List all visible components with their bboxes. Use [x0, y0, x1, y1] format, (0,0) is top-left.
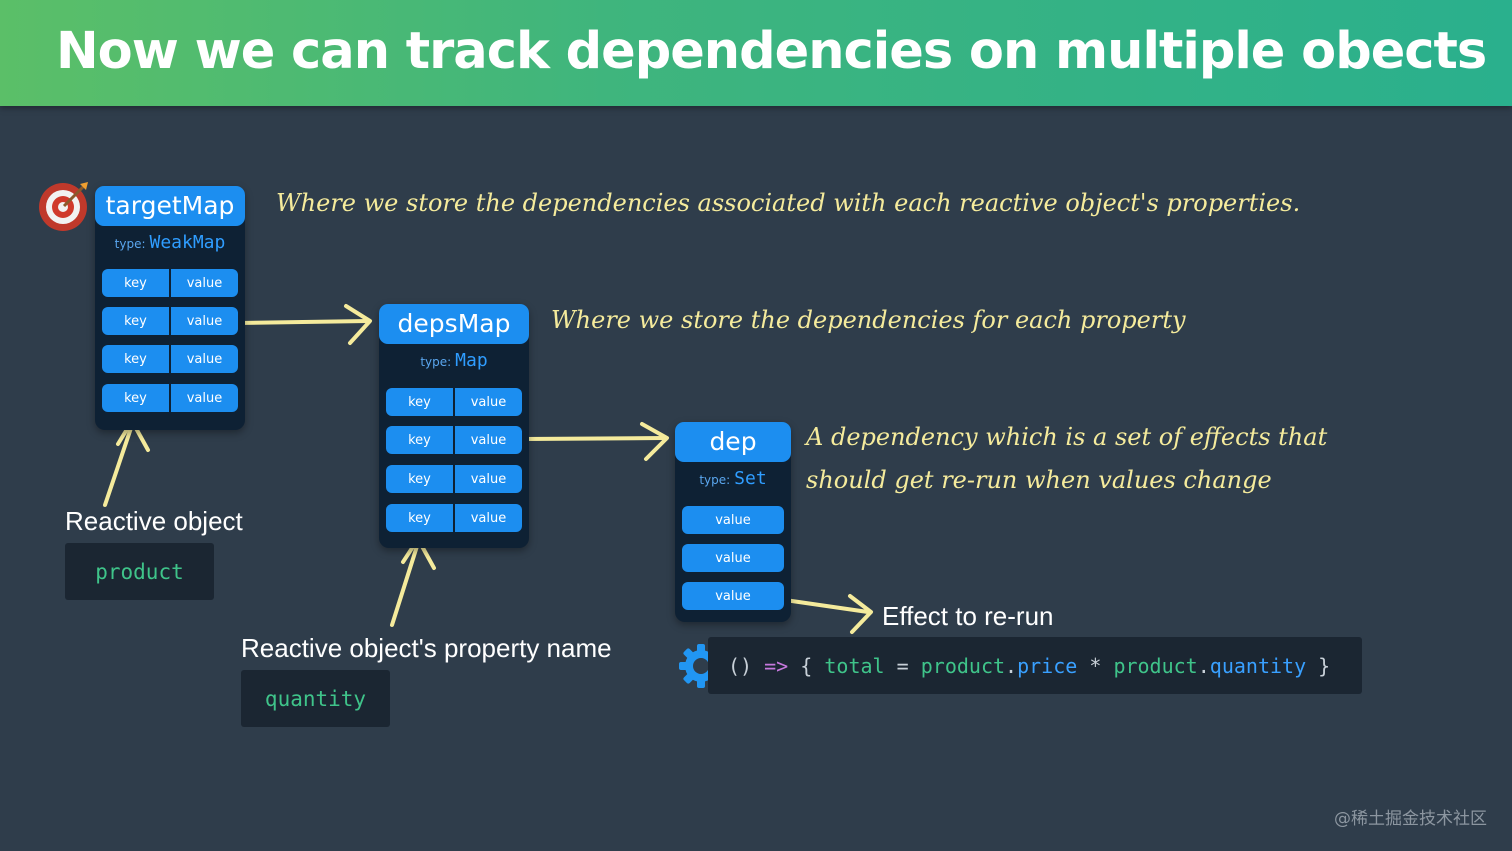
key-cell: key — [386, 388, 453, 416]
set-value-cell: value — [682, 544, 784, 572]
type-value: Map — [455, 350, 488, 371]
arrowhead-effect — [848, 594, 873, 634]
property-name-code: quantity — [241, 670, 390, 727]
set-value-cell: value — [682, 582, 784, 610]
type-label: type: — [114, 237, 146, 251]
arrow-targetmap-to-depsmap — [236, 319, 370, 325]
key-cell: key — [102, 384, 169, 412]
code-op: * — [1089, 653, 1102, 678]
dep-note-line1: A dependency which is a set of effects t… — [806, 423, 1328, 451]
page-title: Now we can track dependencies on multipl… — [56, 22, 1487, 81]
table-row: key value — [102, 307, 238, 335]
code-params: () — [728, 653, 753, 678]
dep-type: type:Set — [675, 466, 791, 492]
dep-box: dep type:Set value value value — [675, 422, 791, 622]
depsmap-box: depsMap type:Map key value key value key… — [379, 304, 529, 548]
type-value: Set — [734, 468, 767, 489]
dep-title: dep — [675, 422, 791, 462]
type-label: type: — [699, 473, 731, 487]
table-row: key value — [386, 465, 522, 493]
key-cell: key — [102, 269, 169, 297]
table-row: key value — [386, 504, 522, 532]
arrow-property-to-depsmap — [390, 541, 420, 627]
value-cell: value — [455, 426, 522, 454]
depsmap-type: type:Map — [379, 348, 529, 374]
type-value: WeakMap — [149, 232, 226, 253]
depsmap-note: Where we store the dependencies for each… — [551, 306, 1186, 334]
title-banner: Now we can track dependencies on multipl… — [0, 0, 1512, 106]
target-icon — [39, 182, 88, 231]
effect-code: () => { total = product.price * product.… — [708, 637, 1362, 694]
code-var: total — [824, 653, 885, 678]
dep-note-line2: should get re-run when values change — [806, 466, 1272, 494]
targetmap-note: Where we store the dependencies associat… — [276, 189, 1301, 217]
arrowhead-depsmap — [344, 304, 372, 345]
set-value-cell: value — [682, 506, 784, 534]
key-cell: key — [386, 465, 453, 493]
arrow-dep-to-effect — [776, 597, 870, 614]
code-prop: quantity — [1209, 653, 1307, 678]
value-cell: value — [171, 269, 238, 297]
reactive-object-code: product — [65, 543, 214, 600]
table-row: key value — [102, 384, 238, 412]
value-cell: value — [171, 384, 238, 412]
code-obj: product — [920, 653, 1006, 678]
code-arrow: => — [764, 653, 789, 678]
code-close-brace: } — [1318, 653, 1331, 678]
type-label: type: — [420, 355, 452, 369]
value-cell: value — [455, 465, 522, 493]
targetmap-title: targetMap — [95, 186, 245, 226]
targetmap-box: targetMap type:WeakMap key value key val… — [95, 186, 245, 430]
value-cell: value — [455, 388, 522, 416]
arrow-reactive-object-to-targetmap — [103, 423, 134, 507]
key-cell: key — [386, 426, 453, 454]
value-cell: value — [455, 504, 522, 532]
arrowhead-dep — [640, 422, 669, 461]
effect-label: Effect to re-run — [882, 601, 1054, 631]
code-obj: product — [1113, 653, 1198, 678]
depsmap-title: depsMap — [379, 304, 529, 344]
key-cell: key — [102, 345, 169, 373]
property-name-label: Reactive object's property name — [241, 633, 612, 663]
code-open-brace: { — [800, 653, 813, 678]
key-cell: key — [102, 307, 169, 335]
code-eq: = — [896, 653, 909, 678]
table-row: key value — [102, 345, 238, 373]
watermark: @稀土掘金技术社区 — [1334, 809, 1487, 829]
value-cell: value — [171, 345, 238, 373]
targetmap-type: type:WeakMap — [95, 230, 245, 256]
code-prop: price — [1017, 653, 1078, 678]
table-row: key value — [386, 426, 522, 454]
reactive-object-label: Reactive object — [65, 506, 243, 536]
arrow-depsmap-to-dep — [522, 436, 666, 441]
table-row: key value — [386, 388, 522, 416]
table-row: key value — [102, 269, 238, 297]
key-cell: key — [386, 504, 453, 532]
value-cell: value — [171, 307, 238, 335]
